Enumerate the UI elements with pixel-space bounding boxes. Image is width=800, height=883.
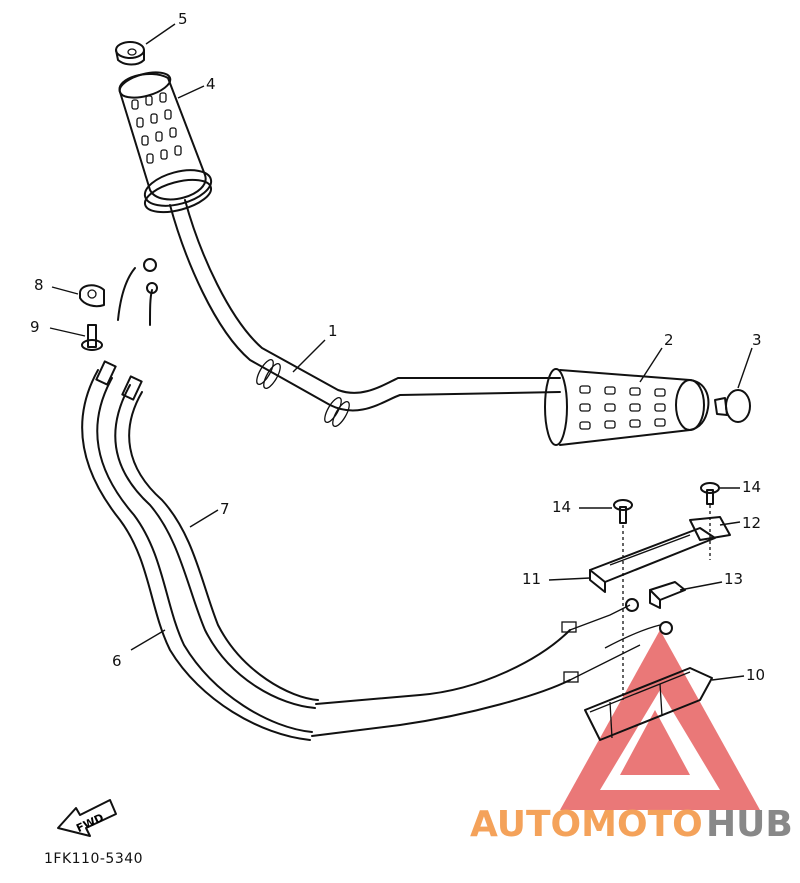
fwd-arrow-icon: FWD: [57, 799, 117, 837]
callout-13: 13: [724, 570, 743, 588]
bar-end-cap: [714, 389, 751, 423]
block-13: [649, 581, 686, 609]
callout-6: 6: [112, 652, 122, 670]
holder-assembly: [584, 667, 713, 741]
callout-10: 10: [746, 666, 765, 684]
screw-14b: [700, 482, 720, 505]
holder-cover: [589, 527, 716, 593]
throttle-cables: [81, 258, 673, 741]
callout-2: 2: [664, 331, 674, 349]
grip-end-cap: [115, 41, 145, 66]
callout-3: 3: [752, 331, 762, 349]
watermark-prefix: AUTOMOTO: [470, 804, 703, 845]
watermark-suffix: HUB: [706, 804, 793, 845]
callout-8: 8: [34, 276, 44, 294]
watermark-triangle: [560, 630, 760, 810]
callout-5: 5: [178, 10, 188, 28]
callout-14a: 14: [552, 498, 571, 516]
callout-1: 1: [328, 322, 338, 340]
callout-9: 9: [30, 318, 40, 336]
callout-12: 12: [742, 514, 761, 532]
watermark-logo: AUTOMOTO HUB: [470, 804, 793, 845]
screw-14a: [613, 499, 633, 524]
part-code: 1FK110-5340: [44, 851, 144, 867]
throttle-grip: [118, 71, 213, 214]
callout-14b: 14: [742, 478, 761, 496]
callout-11: 11: [522, 570, 541, 588]
cable-clip: [79, 284, 105, 308]
screw-9: [81, 324, 103, 351]
right-grip: [544, 368, 710, 446]
callout-4: 4: [206, 75, 216, 93]
callout-7: 7: [220, 500, 230, 518]
handlebar: [169, 199, 561, 428]
callouts: 1 2 3 4 5 6 7 8 9 10 11 12 13 14 14: [30, 10, 765, 684]
